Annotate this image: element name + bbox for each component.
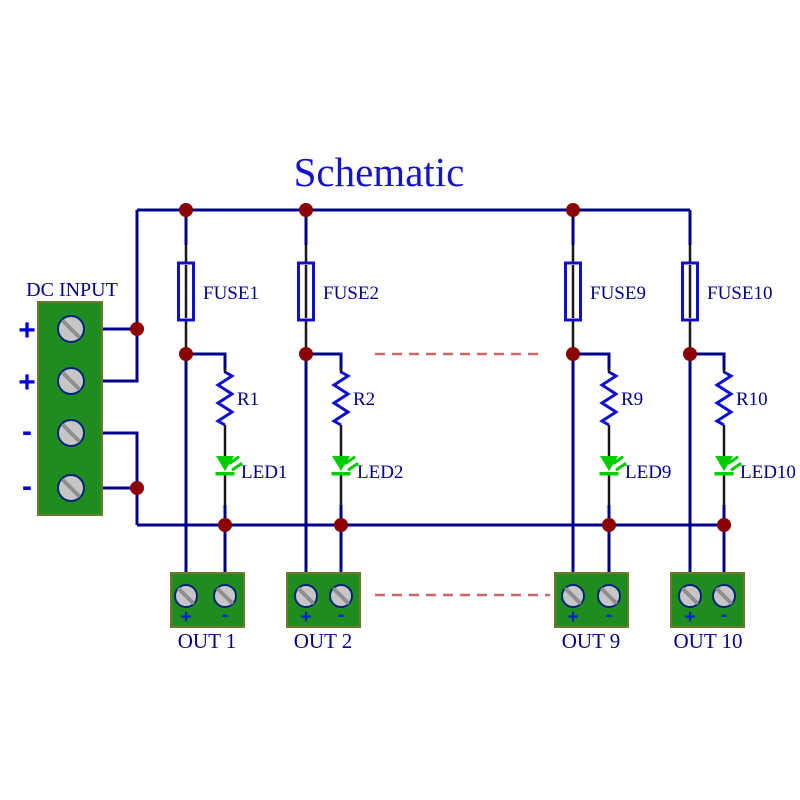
junction-dot (602, 518, 616, 532)
output-label: OUT 9 (562, 629, 621, 653)
minus-mark: - (606, 605, 612, 626)
output-label: OUT 2 (294, 629, 353, 653)
fuse-label: FUSE9 (590, 283, 646, 304)
circuit-9: FUSE9 R9 LED9 + - OUT 9 (554, 210, 671, 653)
output-terminal-block: + - (670, 572, 745, 628)
junction-dot (683, 347, 697, 361)
wire (306, 352, 343, 370)
plus-mark: + (567, 607, 578, 628)
junction-dot (179, 203, 193, 217)
dc-pin-label-2: + (18, 366, 36, 399)
junction-dot (717, 518, 731, 532)
junction-dots (130, 203, 731, 532)
led-label: LED2 (357, 462, 403, 483)
dc-input-terminal-block: DC INPUT + + - - (18, 279, 118, 516)
junction-dot (130, 322, 144, 336)
dc-pin-label-1: + (18, 314, 36, 347)
junction-dot (299, 347, 313, 361)
dc-input-label: DC INPUT (26, 279, 118, 301)
output-terminal-block: + - (286, 572, 361, 628)
junction-dot (218, 518, 232, 532)
led-label: LED1 (241, 462, 287, 483)
circuit-1: FUSE1 R1 LED1 + - OUT 1 (170, 210, 287, 653)
junction-dot (179, 347, 193, 361)
wire (186, 352, 227, 370)
wire (573, 352, 611, 370)
plus-mark: + (300, 607, 311, 628)
plus-mark: + (180, 607, 191, 628)
led-icon (714, 456, 742, 476)
resistor-label: R9 (621, 389, 643, 410)
minus-mark: - (338, 605, 344, 626)
fuse-label: FUSE2 (323, 283, 379, 304)
minus-mark: - (222, 605, 228, 626)
fuse-label: FUSE1 (203, 283, 259, 304)
junction-dot (566, 347, 580, 361)
resistor-label: R2 (353, 389, 375, 410)
resistor-label: R10 (736, 389, 768, 410)
circuit-10: FUSE10 R10 LED10 + - OUT 10 (670, 210, 796, 653)
resistor-symbol (714, 370, 734, 427)
resistor-symbol (599, 370, 619, 427)
dc-pin-label-3: - (22, 415, 32, 448)
output-terminal-block: + - (554, 572, 629, 628)
led-icon (599, 456, 627, 476)
junction-dot (334, 518, 348, 532)
led-label: LED10 (740, 462, 796, 483)
junction-dot (130, 481, 144, 495)
output-terminal-block: + - (170, 572, 245, 628)
junction-dot (566, 203, 580, 217)
wire (690, 352, 726, 370)
resistor-label: R1 (237, 389, 259, 410)
led-label: LED9 (625, 462, 671, 483)
minus-mark: - (721, 605, 727, 626)
resistor-symbol (215, 370, 235, 427)
output-label: OUT 1 (178, 629, 237, 653)
junction-dot (299, 203, 313, 217)
led-icon (215, 456, 243, 476)
fuse-label: FUSE10 (707, 283, 772, 304)
led-icon (331, 456, 359, 476)
circuit-2: FUSE2 R2 LED2 + - OUT 2 (286, 210, 403, 653)
diagram-title: Schematic (294, 149, 465, 195)
plus-mark: + (684, 607, 695, 628)
resistor-symbol (331, 370, 351, 427)
dc-pin-label-4: - (22, 470, 32, 503)
output-label: OUT 10 (673, 629, 742, 653)
